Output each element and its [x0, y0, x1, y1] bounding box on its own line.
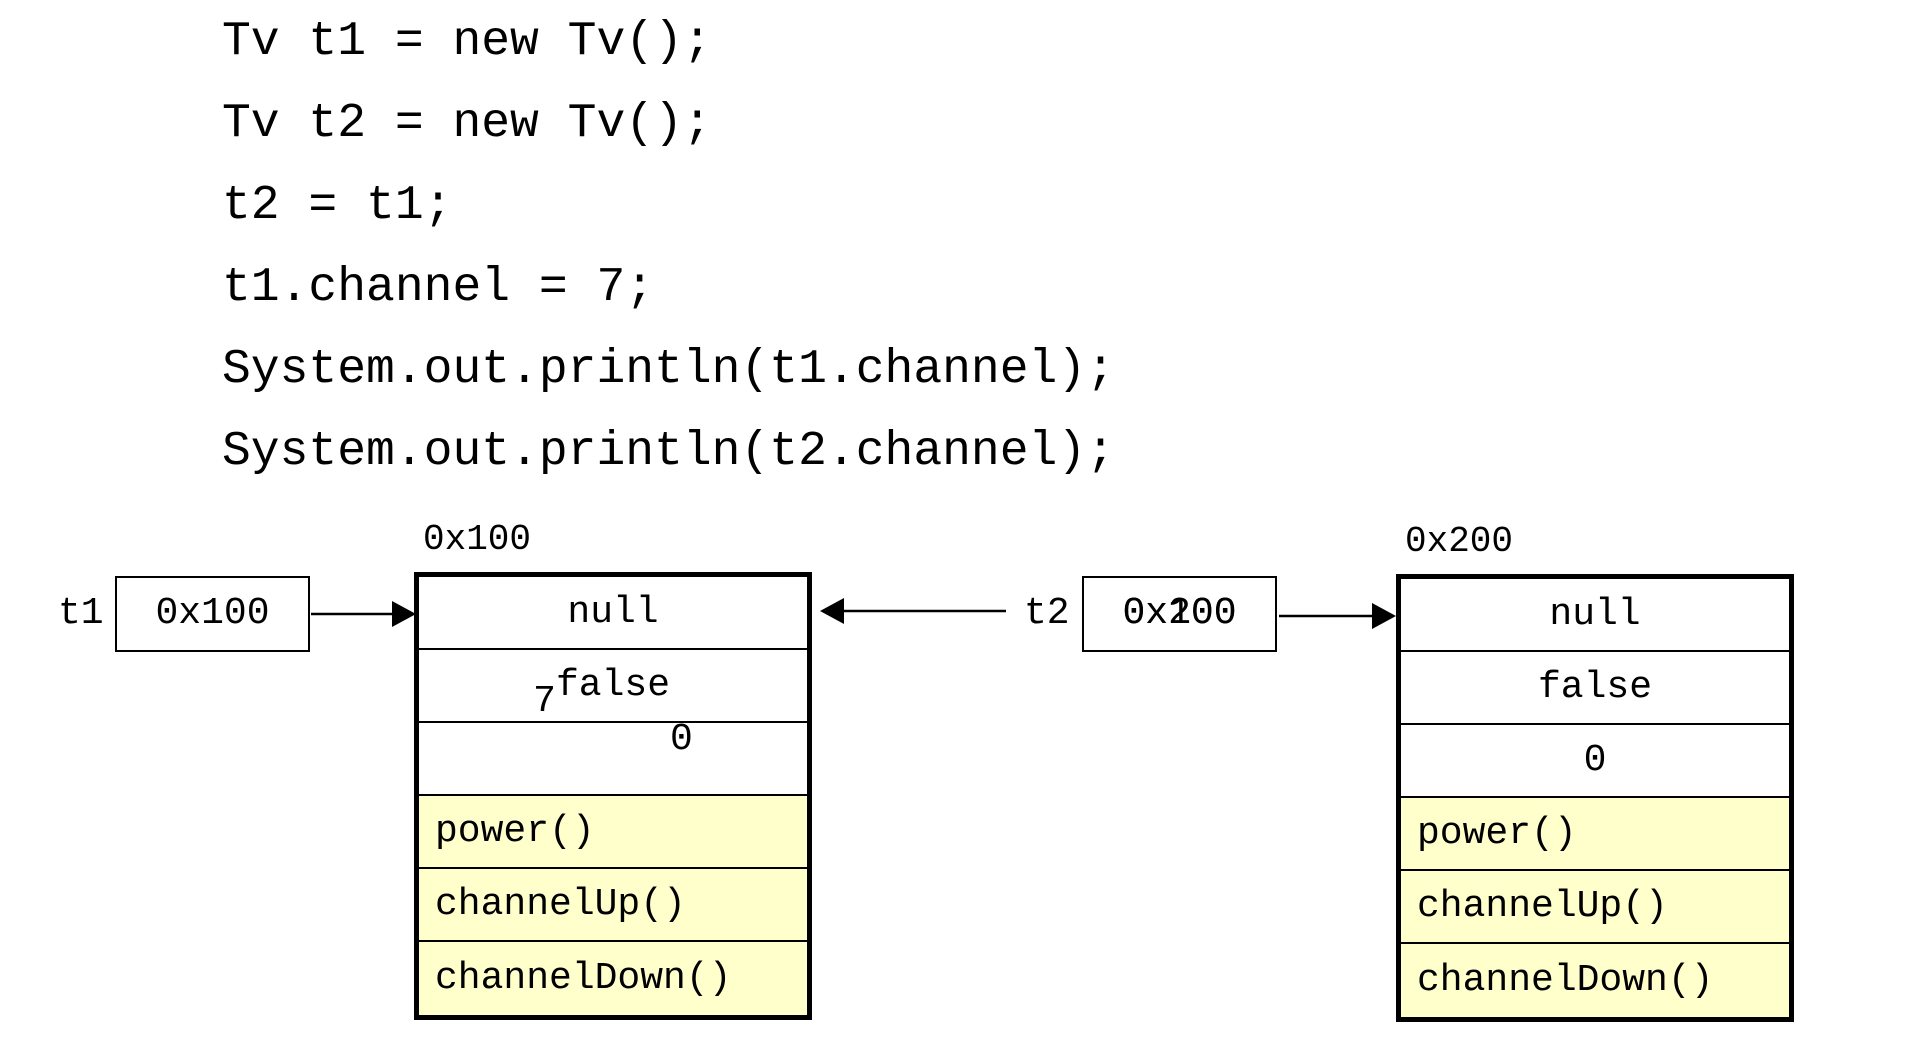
- code-line-4: t1.channel = 7;: [222, 261, 655, 315]
- object1-method-channeldown: channelDown(): [419, 942, 807, 1015]
- object1-address-label: 0x100: [423, 519, 532, 560]
- object2-field-color-value: null: [1549, 592, 1641, 636]
- object1-field-color: null: [419, 577, 807, 650]
- t2-variable-label: t2: [1024, 592, 1070, 635]
- object2-field-channel-value: 0: [1583, 738, 1607, 782]
- object1-field-color-value: null: [567, 590, 659, 634]
- t1-variable-label: t1: [58, 592, 104, 635]
- object1-field-power: false: [419, 650, 807, 723]
- object1-method-channelup-label: channelUp(): [435, 882, 686, 926]
- object2-field-channel: 0: [1401, 725, 1789, 798]
- t2-to-object2-arrowhead: [1372, 603, 1396, 629]
- object2-address-label: 0x200: [1405, 521, 1514, 562]
- object2-method-channelup-label: channelUp(): [1417, 884, 1668, 928]
- t2-reference-box: 0x200 0x100: [1082, 576, 1277, 652]
- t1-reference-box: 0x100: [115, 576, 310, 652]
- t2-to-object1-arrowhead: [820, 598, 844, 624]
- object1-method-channeldown-label: channelDown(): [435, 956, 732, 1000]
- t2-reference-old-value: 0x200: [1122, 592, 1237, 635]
- object1-field-channel-overlap: 0 7: [533, 679, 693, 835]
- object1-box: null false 0 7 power() channelUp() chann…: [414, 572, 812, 1020]
- object2-method-channelup: channelUp(): [1401, 871, 1789, 944]
- t1-to-object1-arrowhead: [392, 601, 416, 627]
- code-line-6: System.out.println(t2.channel);: [222, 425, 1115, 479]
- object2-field-power-value: false: [1537, 665, 1653, 709]
- object2-box: null false 0 power() channelUp() channel…: [1396, 574, 1794, 1022]
- code-line-5: System.out.println(t1.channel);: [222, 343, 1115, 397]
- t2-reference-new-value: 0x100: [1122, 592, 1237, 635]
- object1-method-channelup: channelUp(): [419, 869, 807, 942]
- object1-field-channel-old-value: 0: [670, 717, 693, 761]
- object1-field-power-value: false: [555, 663, 671, 707]
- object2-method-channeldown-label: channelDown(): [1417, 958, 1714, 1002]
- object2-method-channeldown: channelDown(): [1401, 944, 1789, 1017]
- object2-field-color: null: [1401, 579, 1789, 652]
- object1-method-power-label: power(): [435, 809, 595, 853]
- object1-field-channel-new-value: 7: [533, 679, 556, 723]
- code-line-3: t2 = t1;: [222, 179, 453, 233]
- object2-method-power: power(): [1401, 798, 1789, 871]
- object1-field-channel: 0 7: [419, 682, 807, 796]
- object2-method-power-label: power(): [1417, 811, 1577, 855]
- t1-reference-value: 0x100: [155, 592, 270, 635]
- object2-field-power: false: [1401, 652, 1789, 725]
- code-line-2: Tv t2 = new Tv();: [222, 97, 712, 151]
- code-line-1: Tv t1 = new Tv();: [222, 15, 712, 69]
- object1-method-power: power(): [419, 796, 807, 869]
